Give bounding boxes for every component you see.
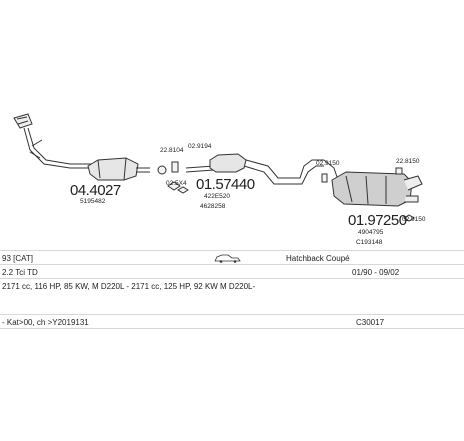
oem-rear-2: C193148 <box>356 239 383 246</box>
table-row-note: - Kat>00, ch >Y2019131 C30017 <box>0 314 464 329</box>
table-row-model: 93 [CAT] Hatchback Coupé <box>0 250 464 265</box>
rear-silencer <box>323 159 423 207</box>
clamp-hanger-set <box>157 161 189 194</box>
exhaust-diagram: 04.4027 5195482 01.57440 422E520 4628258… <box>13 113 426 246</box>
small-label-c: 02.5X4 <box>166 180 187 187</box>
spec-cell: 2171 cc, 116 HP, 85 KW, M D220L - 2171 c… <box>2 282 256 291</box>
car-icon <box>214 253 248 265</box>
table-row-spec: 2171 cc, 116 HP, 85 KW, M D220L - 2171 c… <box>0 278 464 303</box>
oem-middle-1: 422E520 <box>204 193 231 200</box>
part-code-front: 04.4027 <box>70 182 121 199</box>
catalyst <box>87 157 150 181</box>
small-label-e: 22.8150 <box>396 158 420 165</box>
engine-cell: 2.2 Tci TD <box>2 268 38 277</box>
table-row-engine: 2.2 Tci TD 01/90 - 09/02 <box>0 264 464 279</box>
ref-cell: C30017 <box>356 318 385 327</box>
table-bottom-line <box>0 328 464 330</box>
exhaust-drawing <box>13 113 423 222</box>
front-pipe-flange <box>13 113 33 129</box>
front-pipe <box>23 127 92 169</box>
small-label-d: 02.9150 <box>316 160 340 167</box>
rear-hangers <box>321 167 415 222</box>
part-code-rear: 01.97250 <box>348 212 407 229</box>
model-cell: 93 [CAT] <box>2 254 33 263</box>
oem-rear-1: 4904795 <box>358 229 384 236</box>
small-label-a: 22.8104 <box>160 147 184 154</box>
small-label-f: 02.9150 <box>402 216 426 223</box>
note-cell: - Kat>00, ch >Y2019131 <box>2 318 89 327</box>
part-code-middle: 01.57440 <box>196 176 255 193</box>
oem-middle-2: 4628258 <box>200 203 226 210</box>
body-cell: Hatchback Coupé <box>286 254 350 263</box>
middle-silencer <box>185 153 324 185</box>
small-label-b: 02.9194 <box>188 143 212 150</box>
oem-front: 5195482 <box>80 198 106 205</box>
years-cell: 01/90 - 09/02 <box>352 268 400 277</box>
